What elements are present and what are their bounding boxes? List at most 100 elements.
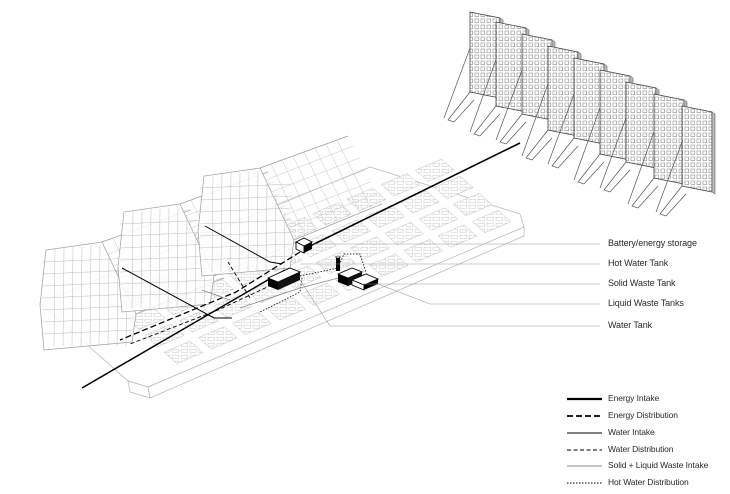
roof-mullion	[274, 196, 277, 273]
legend-energy-intake: Energy Intake	[608, 393, 660, 403]
solar-panels	[443, 11, 716, 217]
roof-mullion	[107, 254, 110, 347]
legend-energy-distribution: Energy Distribution	[608, 410, 678, 420]
panel-stand	[447, 91, 475, 123]
roof-transom	[119, 255, 213, 261]
roof-transom	[119, 291, 213, 297]
solar-panel	[469, 11, 501, 99]
roof-transom	[119, 243, 213, 249]
floor-bay	[418, 207, 459, 231]
solar-panel	[599, 69, 631, 161]
roof-transom	[119, 231, 213, 237]
floor-bay	[312, 202, 352, 226]
floor-bay	[403, 239, 443, 263]
solar-panel	[625, 81, 657, 169]
floor-bay	[380, 173, 421, 197]
flow-lines	[81, 142, 521, 389]
floor-bay	[452, 192, 493, 216]
roof-purlin	[265, 145, 354, 181]
panel-stand	[525, 129, 553, 161]
roof-purlin	[282, 181, 371, 217]
floor-bay	[163, 340, 204, 364]
greenhouse-roofs	[39, 135, 383, 351]
roof-transom	[119, 219, 213, 225]
waste-intake-line	[239, 275, 347, 309]
solar-panel	[495, 21, 527, 113]
callout-liquid-waste-tanks: Liquid Waste Tanks	[608, 298, 684, 308]
water-tank	[266, 267, 302, 290]
roof-transom	[199, 231, 293, 237]
hot-water-tank	[335, 255, 341, 271]
roof-transom	[41, 329, 135, 335]
floor-bay	[232, 311, 272, 335]
energy-distribution-line	[119, 251, 301, 341]
panel-strut	[547, 93, 575, 165]
solar-panel	[521, 33, 553, 121]
floor-bay	[471, 210, 512, 234]
floor-bay	[399, 190, 440, 214]
roof-transom	[199, 183, 293, 189]
panel-stand	[551, 137, 579, 169]
panel-strut	[469, 59, 497, 133]
floor-bay	[415, 158, 455, 182]
solar-panel	[653, 93, 685, 185]
legend-hot-water-distribution: Hot Water Distribution	[608, 477, 689, 487]
energy-intake-line	[301, 142, 521, 251]
roof-mullion	[265, 180, 268, 273]
solar-panel	[547, 45, 579, 137]
callout-hot-water-tank: Hot Water Tank	[608, 258, 669, 268]
roof-transom	[41, 293, 135, 299]
callout-solid-waste-tank: Solid Waste Tank	[608, 278, 676, 288]
panel-strut	[599, 117, 627, 189]
water-intake-line	[204, 225, 283, 265]
panel-stand	[603, 161, 631, 193]
legend-water-distribution: Water Distribution	[608, 444, 674, 454]
panel-strut	[443, 47, 471, 119]
panel-strut	[521, 83, 549, 157]
roof-mullion	[185, 216, 188, 309]
callout-leaders	[299, 243, 600, 327]
roof-transom	[199, 207, 293, 213]
floor-bay	[315, 251, 356, 275]
panel-stand	[577, 153, 605, 185]
energy-intake-line-foreground	[81, 269, 286, 389]
battery-box	[294, 237, 314, 254]
roof-transom	[199, 219, 293, 225]
roof-purlin	[271, 157, 360, 193]
callout-battery: Battery/energy storage	[608, 238, 697, 248]
callout-water-tank: Water Tank	[608, 320, 653, 330]
panel-stand	[499, 113, 527, 145]
equipment	[266, 237, 380, 291]
legend-water-intake: Water Intake	[608, 427, 655, 437]
floor-bay	[197, 326, 238, 350]
solar-panel	[681, 105, 713, 193]
roof-transom	[119, 267, 213, 273]
legend-swatches	[567, 397, 602, 484]
solar-panel	[573, 57, 605, 145]
legend-waste-intake: Solid + Liquid Waste Intake	[608, 460, 709, 470]
roof-transom	[199, 243, 293, 249]
panel-strut	[655, 141, 683, 213]
floor-bay	[144, 323, 185, 347]
floor-bay	[384, 221, 424, 246]
panel-stand	[659, 185, 687, 217]
floor-bay	[433, 175, 474, 199]
water-distribution-line-2	[227, 261, 251, 299]
hot-water-distribution-line	[299, 253, 367, 277]
liquid-waste-tanks	[350, 273, 380, 291]
roof-transom	[199, 255, 293, 261]
roof-transom	[199, 195, 293, 201]
roof-mullion	[194, 232, 197, 309]
panel-strut	[573, 107, 601, 181]
panel-stand	[631, 177, 659, 209]
floor-bay	[266, 297, 306, 321]
floor-bay	[437, 224, 478, 248]
panel-strut	[495, 69, 523, 141]
panel-edge	[711, 111, 716, 195]
panel-stand	[473, 105, 501, 137]
floor-bay	[369, 253, 409, 277]
roof-transom	[41, 305, 135, 311]
greenhouse-roof	[197, 135, 383, 277]
roof-transom	[41, 317, 135, 323]
